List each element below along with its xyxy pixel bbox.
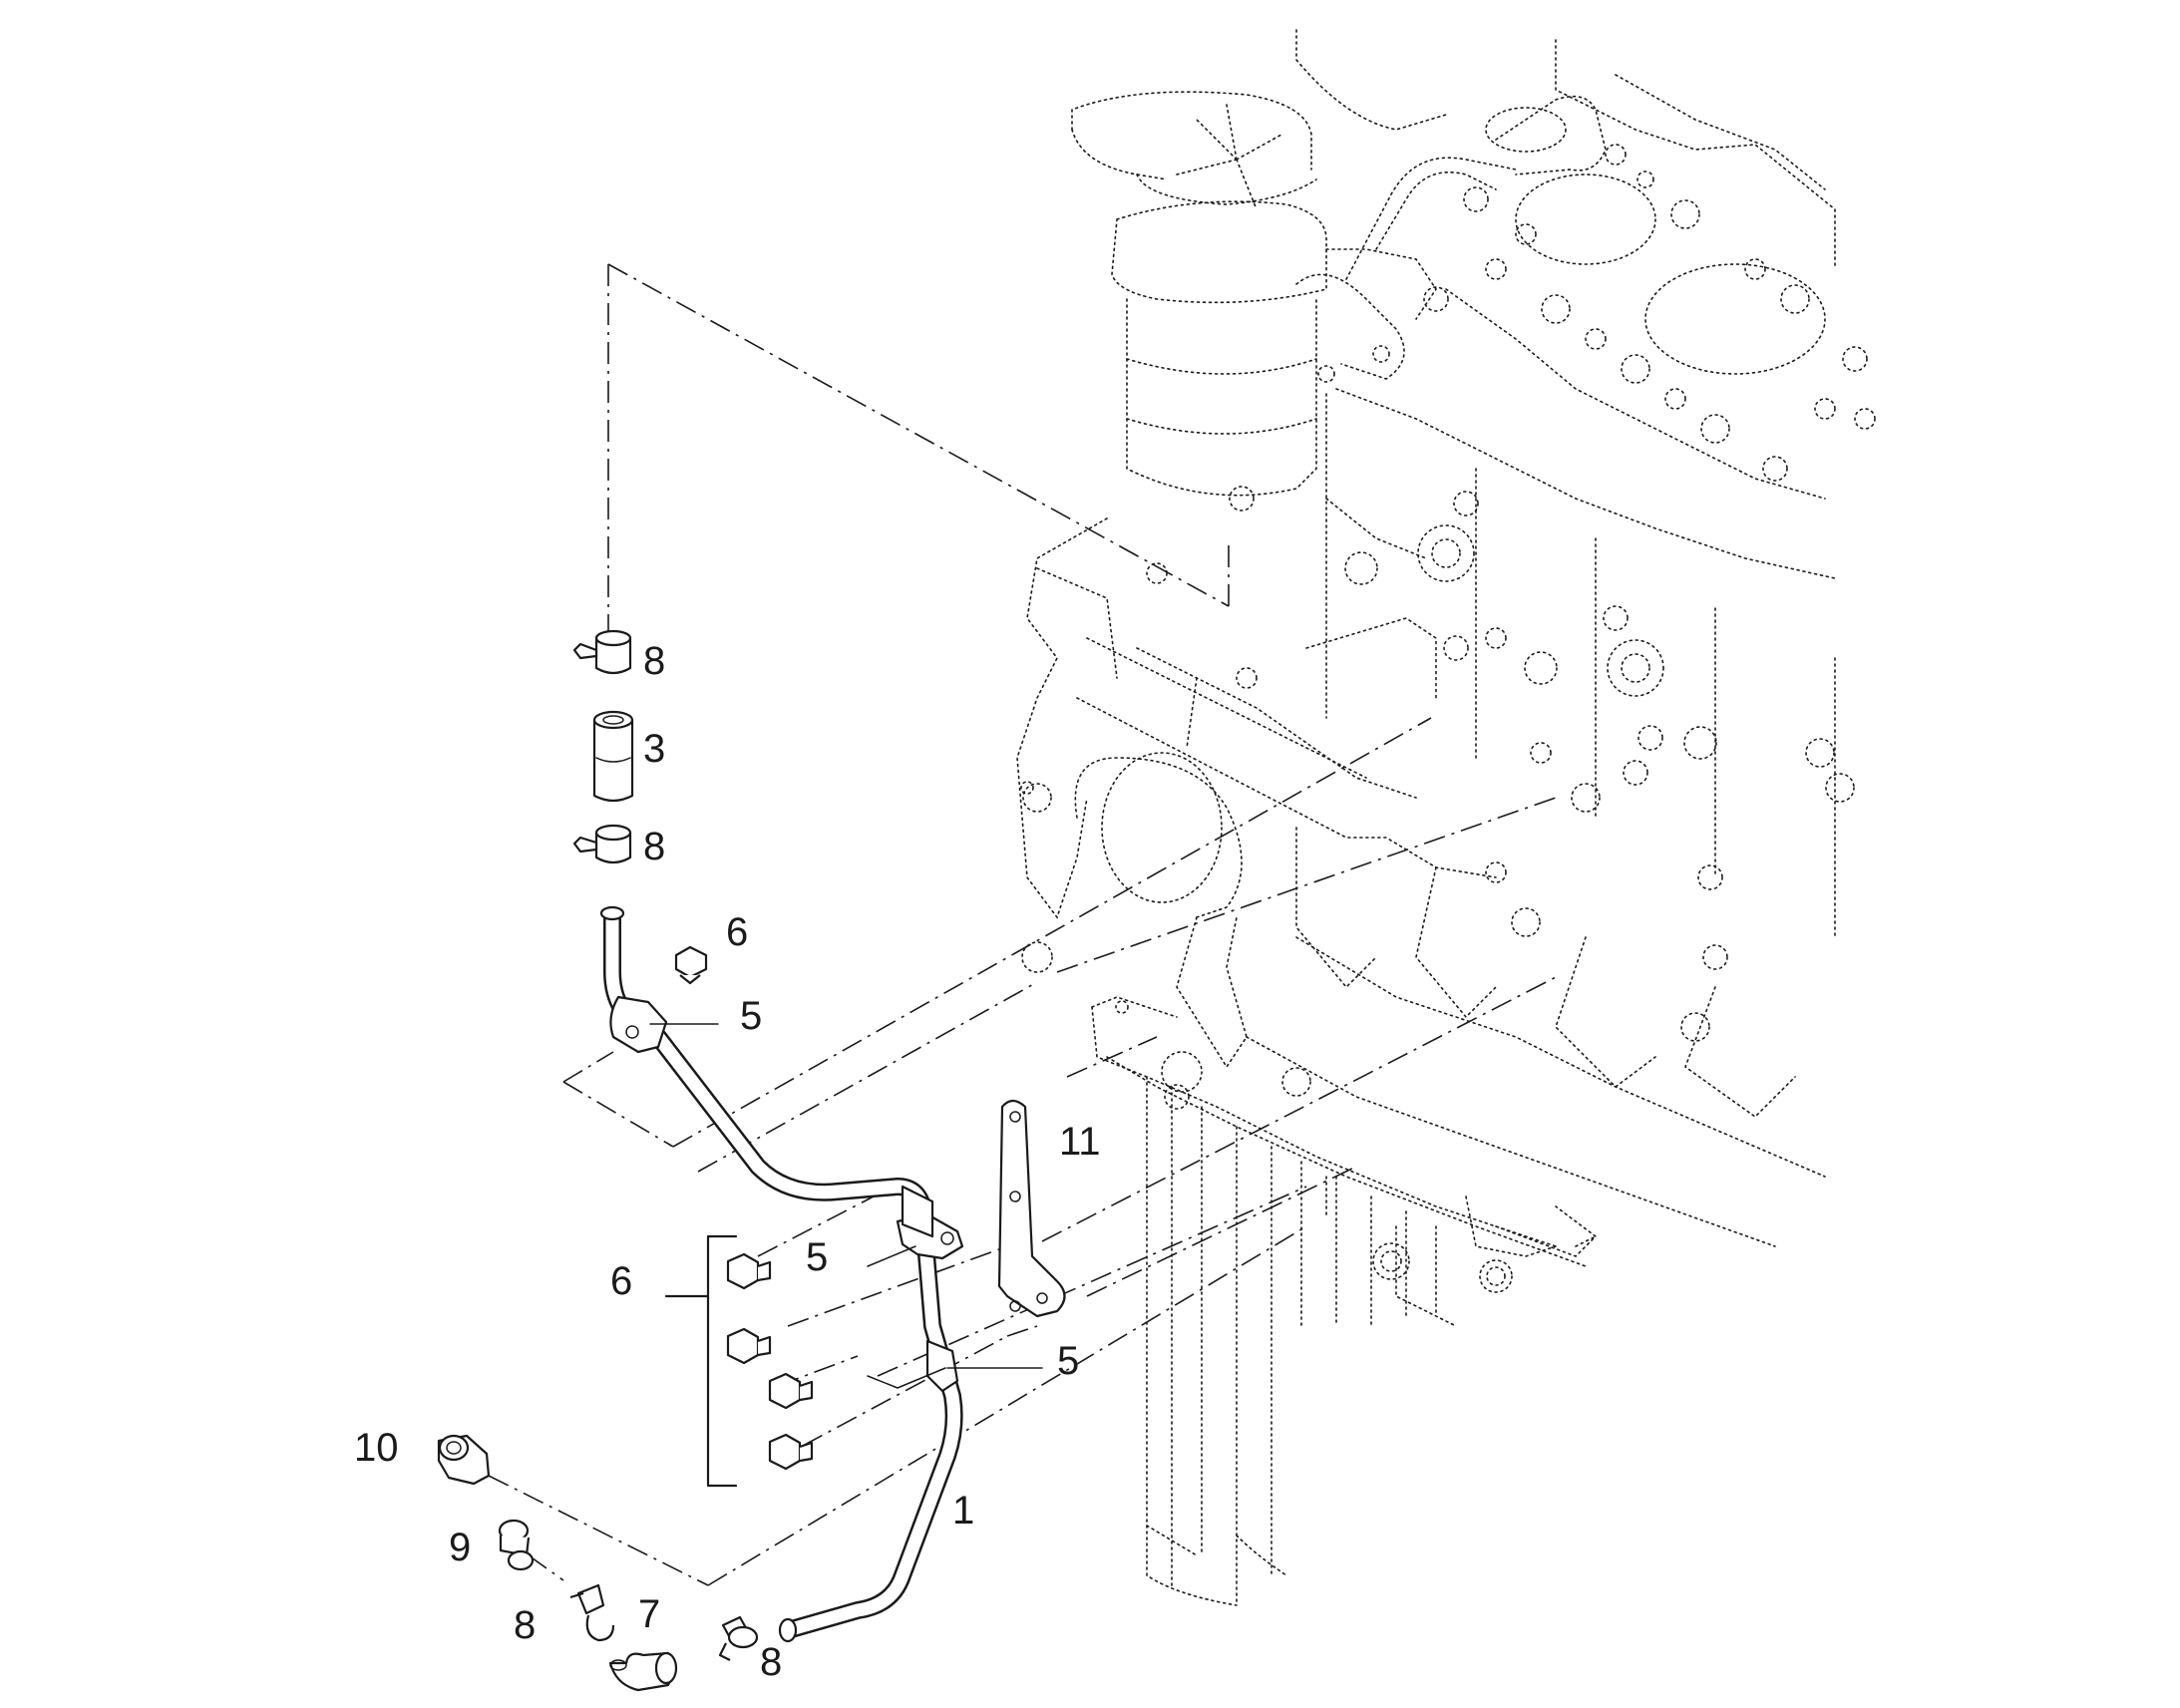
pipe-clip-middle <box>896 1185 964 1260</box>
callout-5-lower: 5 <box>1057 1339 1079 1383</box>
callout-labels: 8 3 8 6 5 11 5 6 5 10 1 9 7 8 8 <box>354 639 1101 1684</box>
callout-6-brace <box>706 1234 738 1488</box>
bolt-1 <box>726 1252 772 1290</box>
connecting-hose <box>592 710 634 803</box>
callout-3: 3 <box>643 727 665 771</box>
adapter-nipple <box>498 1519 535 1571</box>
bolt-upper <box>674 945 708 985</box>
callout-leaders <box>649 1023 1043 1389</box>
support-bracket <box>997 1099 1066 1318</box>
callout-6-upper: 6 <box>726 910 748 954</box>
callout-11: 11 <box>1059 1120 1101 1164</box>
callout-5-upper: 5 <box>740 994 762 1038</box>
hose-clamp-lower-right <box>718 1615 759 1661</box>
pipe-clip-lower <box>925 1339 959 1393</box>
callout-8-lower-right: 8 <box>760 1640 782 1684</box>
assembly-leader-lines <box>488 263 1557 1586</box>
callout-7: 7 <box>638 1592 660 1636</box>
engine-block-phantom <box>1016 29 1876 1606</box>
callout-1: 1 <box>952 1489 974 1533</box>
elbow-fitting <box>437 1434 491 1486</box>
callout-9: 9 <box>449 1526 471 1569</box>
hose-clamp-middle <box>572 824 632 864</box>
bolt-3 <box>768 1372 814 1410</box>
bolt-2 <box>726 1327 772 1365</box>
callout-6-bolts: 6 <box>610 1259 632 1303</box>
hose-clamp-top <box>572 629 632 675</box>
callout-10: 10 <box>354 1426 399 1470</box>
hose-clamp-lower-left <box>569 1583 615 1642</box>
pipe-clip-upper <box>609 995 668 1054</box>
bolt-4 <box>768 1433 814 1471</box>
callout-5-middle: 5 <box>806 1235 828 1279</box>
callout-8-top: 8 <box>643 639 665 683</box>
callout-8-lower-left: 8 <box>514 1603 536 1647</box>
callout-8-middle: 8 <box>643 825 665 868</box>
hose-elbow <box>608 1651 678 1692</box>
